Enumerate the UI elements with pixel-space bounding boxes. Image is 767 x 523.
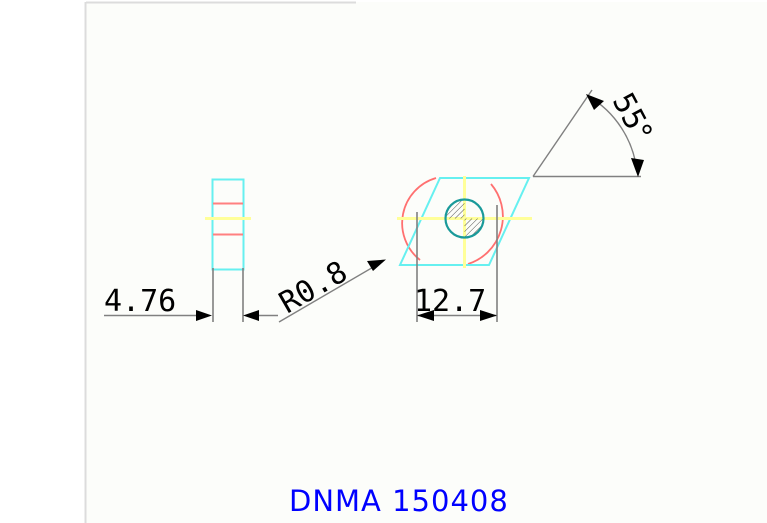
dimension-inscribed-circle: 12.7 [414, 284, 497, 321]
top-view-group [397, 176, 532, 322]
arrowhead-r08 [367, 259, 386, 271]
arrowhead-left-12-7 [417, 310, 434, 321]
degree-symbol-icon: ° [638, 120, 656, 155]
dimension-label-4-76: 4.76 [104, 284, 176, 319]
arrowhead-right-12-7 [480, 310, 497, 321]
arrowhead-angle-lower [631, 158, 644, 177]
side-view-group [205, 178, 251, 322]
center-hole-circle [444, 198, 485, 239]
angle-leg-upper [532, 89, 593, 177]
arrowhead-angle-upper [586, 94, 604, 110]
part-title: DNMA 150408 [289, 484, 509, 518]
viewport-panel [85, 2, 767, 523]
leader-line-r08 [278, 261, 383, 323]
dimension-label-12-7: 12.7 [414, 284, 486, 319]
arrowhead-left-4-76 [243, 310, 259, 321]
rhombus-outline [398, 177, 531, 266]
dimension-thickness: 4.76 [104, 284, 278, 321]
side-view-outline [211, 178, 245, 271]
corner-arc-right [467, 183, 504, 265]
arrowhead-right-4-76 [196, 310, 212, 321]
corner-arc-left [401, 177, 437, 261]
